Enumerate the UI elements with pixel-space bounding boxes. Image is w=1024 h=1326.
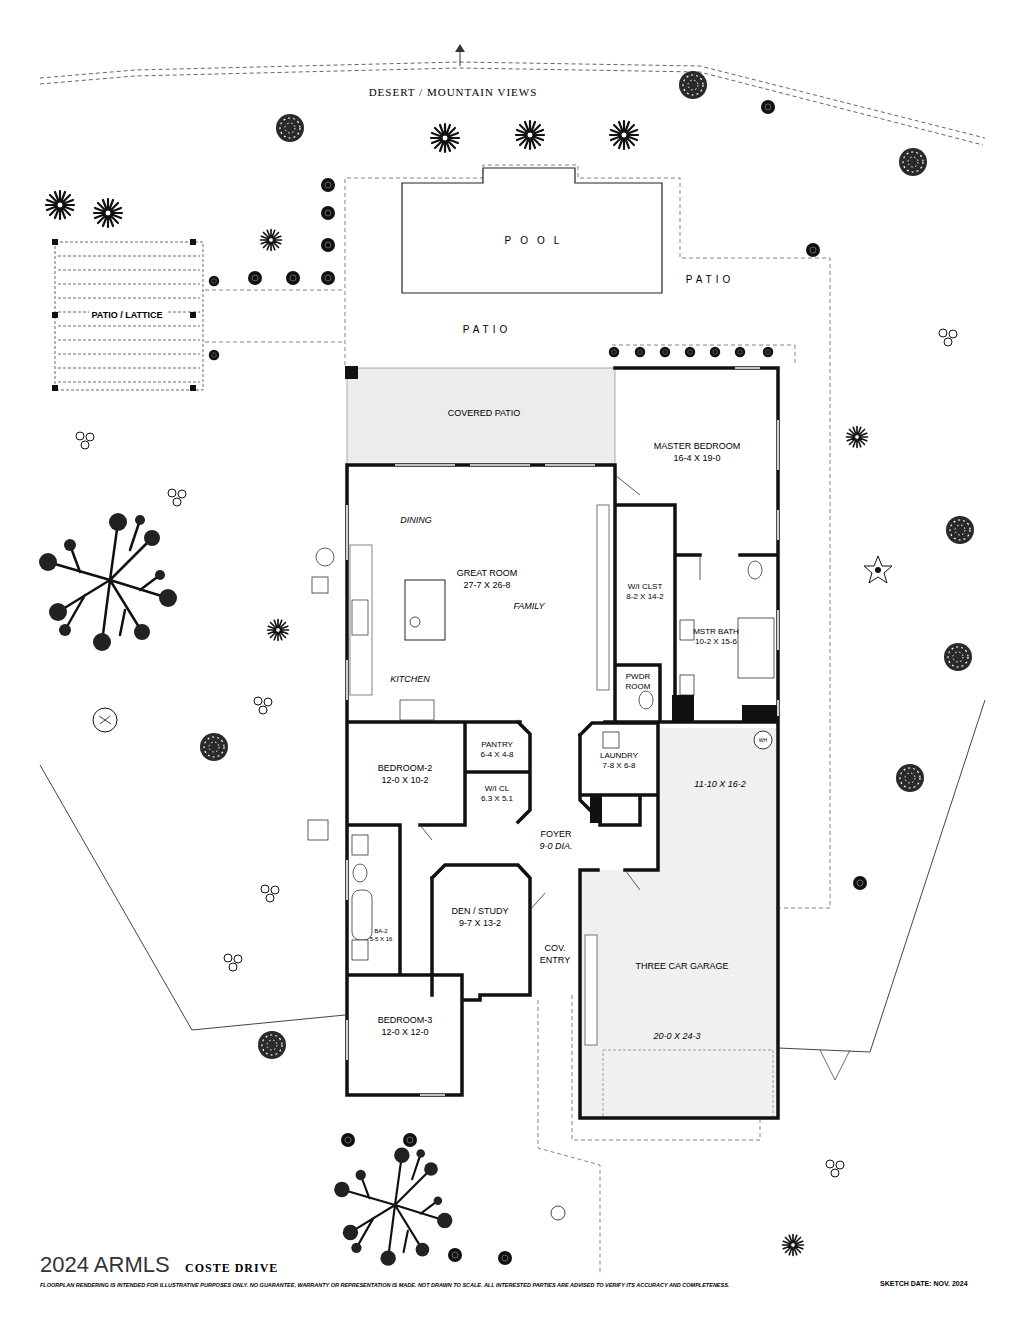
plan-label: PATIO (686, 274, 735, 285)
room-name: MASTER BEDROOM (637, 441, 757, 453)
room-area: POOL (457, 234, 607, 247)
room-name: PATIO / LATTICE (89, 309, 166, 323)
room-name: FOYER (534, 829, 578, 841)
room-area: DEN / STUDY9-7 X 13-2 (435, 906, 525, 929)
room-text: 10-2 X 15-6 (686, 637, 746, 647)
room-area: COV. ENTRY (533, 943, 577, 966)
room-text: 12-0 X 10-2 (355, 775, 455, 787)
room-name: LAUNDRY (584, 751, 654, 761)
plan-label: FAMILY (513, 601, 544, 611)
room-name: W/I CL (472, 784, 522, 794)
room-area: FOYER9-0 DIA. (534, 829, 578, 852)
room-area: GREAT ROOM27-7 X 26-8 (427, 568, 547, 591)
room-area: PWDR ROOM (618, 672, 658, 693)
room-name: COV. ENTRY (533, 943, 577, 966)
room-text: 9-0 DIA. (534, 841, 578, 853)
room-area: W/I CL6.3 X 5.1 (472, 784, 522, 805)
room-name: PANTRY (472, 740, 522, 750)
room-text: 27-7 X 26-8 (427, 580, 547, 592)
plan-label: KITCHEN (390, 674, 430, 684)
room-area: PANTRY6-4 X 4-8 (472, 740, 522, 761)
room-area: BEDROOM-212-0 X 10-2 (355, 763, 455, 786)
room-text: 11-10 X 16-2 (694, 779, 745, 791)
room-name: W/I CLST (617, 582, 673, 592)
room-text: 16-4 X 19-0 (637, 453, 757, 465)
room-text: 20-0 X 24-3 (653, 1031, 700, 1043)
plan-label: WH (759, 737, 767, 743)
room-name: BEDROOM-3 (355, 1015, 455, 1027)
room-name: POOL (457, 234, 607, 247)
plan-label: FLOORPLAN RENDERING IS INTENDED FOR ILLU… (40, 1282, 729, 1288)
plan-label: 2024 ARMLS (40, 1252, 170, 1278)
room-area: 11-10 X 16-2THREE CAR GARAGE 20-0 X 24-3 (582, 730, 776, 1116)
room-area: COVERED PATIO (424, 408, 544, 420)
room-name: DEN / STUDY (435, 906, 525, 918)
room-area: BEDROOM-312-0 X 12-0 (355, 1015, 455, 1038)
room-text: THREE CAR GARAGE (635, 961, 728, 973)
room-area: LAUNDRY7-8 X 6-8 (584, 751, 654, 772)
plan-label: DINING (400, 515, 432, 525)
room-name: PWDR ROOM (618, 672, 658, 693)
plan-label: DESERT / MOUNTAIN VIEWS (369, 86, 538, 98)
room-text: 6.3 X 5.1 (472, 794, 522, 804)
room-name: BA-2 (365, 928, 397, 936)
plan-label: SKETCH DATE: NOV. 2024 (880, 1280, 968, 1287)
room-name: MSTR BATH (686, 627, 746, 637)
room-text: 8-2 X 14-2 (617, 592, 673, 602)
plan-label: PATIO (463, 324, 512, 335)
room-text: 5-5 X 16 (365, 936, 397, 944)
room-area: PATIO / LATTICE (82, 309, 172, 323)
plan-label: COSTE DRIVE (185, 1261, 278, 1276)
room-text: 9-7 X 13-2 (435, 918, 525, 930)
room-text: 12-0 X 12-0 (355, 1027, 455, 1039)
room-text: 7-8 X 6-8 (584, 761, 654, 771)
room-area: W/I CLST8-2 X 14-2 (617, 582, 673, 603)
room-text: 6-4 X 4-8 (472, 750, 522, 760)
room-area: BA-25-5 X 16 (365, 928, 397, 944)
room-name: COVERED PATIO (424, 408, 544, 420)
room-area: MSTR BATH10-2 X 15-6 (686, 627, 746, 648)
room-name: GREAT ROOM (427, 568, 547, 580)
room-name: BEDROOM-2 (355, 763, 455, 775)
room-area: MASTER BEDROOM16-4 X 19-0 (637, 441, 757, 464)
